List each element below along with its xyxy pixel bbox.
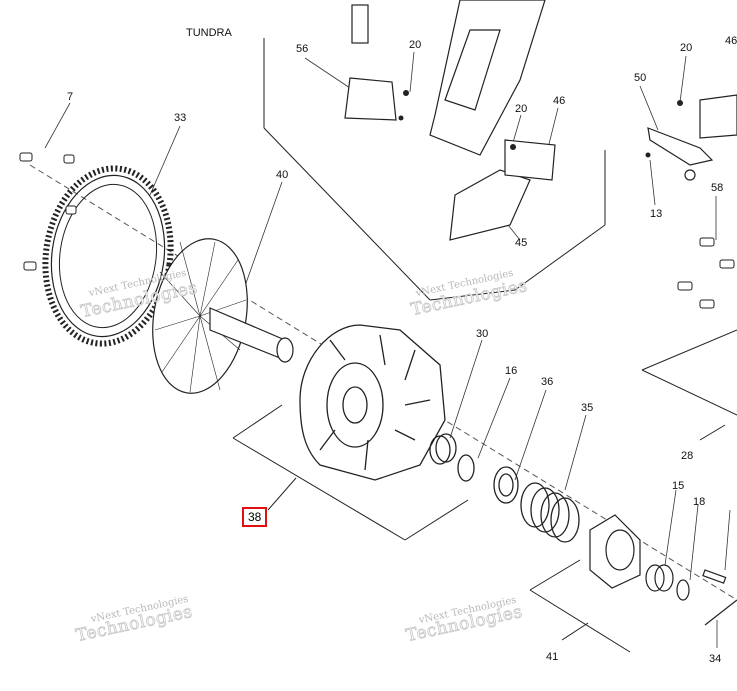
- callout-33: 33: [174, 112, 187, 124]
- callout-7: 7: [67, 91, 74, 103]
- callout-20-b: 20: [515, 103, 528, 115]
- callout-58: 58: [711, 182, 724, 194]
- callout-20-a: 20: [409, 39, 422, 51]
- callout-36: 36: [541, 376, 554, 388]
- callout-40: 40: [276, 169, 289, 181]
- callout-41: 41: [546, 651, 559, 663]
- callout-38-highlighted[interactable]: 38: [242, 507, 268, 527]
- callout-16: 16: [505, 365, 518, 377]
- callout-35: 35: [581, 402, 594, 414]
- callout-34: 34: [709, 653, 722, 665]
- callout-50: 50: [634, 72, 647, 84]
- callout-30: 30: [476, 328, 489, 340]
- callout-15: 15: [672, 480, 685, 492]
- callout-20-c: 20: [680, 42, 693, 54]
- callout-56: 56: [296, 43, 309, 55]
- callout-46-a: 46: [553, 95, 566, 107]
- callout-45: 45: [515, 237, 528, 249]
- callout-13: 13: [650, 208, 663, 220]
- callout-18: 18: [693, 496, 706, 508]
- callout-46-b: 46: [725, 35, 737, 47]
- group-label-tundra: TUNDRA: [186, 27, 232, 39]
- callout-28: 28: [681, 450, 694, 462]
